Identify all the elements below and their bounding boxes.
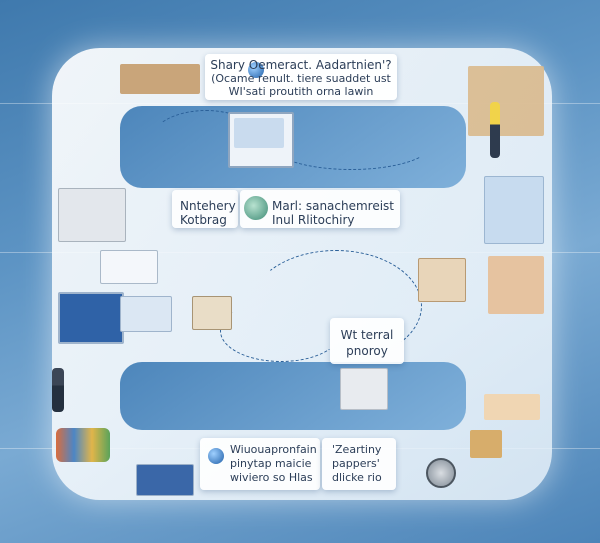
bottom-right-label-card xyxy=(322,438,396,490)
flow-path xyxy=(250,250,422,362)
flow-path xyxy=(270,118,432,170)
box-icon xyxy=(470,430,502,458)
document-icon xyxy=(100,250,158,284)
box-icon xyxy=(120,64,200,94)
box-icon xyxy=(484,394,540,420)
machine-icon xyxy=(192,296,232,330)
right-inner-label-card xyxy=(330,318,404,364)
globe-icon xyxy=(208,448,224,464)
monitor-icon xyxy=(120,296,172,332)
monitor-screen-icon xyxy=(234,118,284,148)
bottom-left-label-line3: wiviero so Hlas xyxy=(230,471,313,484)
people-group-icon xyxy=(56,428,110,462)
seal-icon xyxy=(426,458,456,488)
bottom-left-label-card xyxy=(200,438,320,490)
person-icon xyxy=(52,368,64,412)
mid-right-label-line2: Inul Rlitochiry xyxy=(272,213,355,227)
top-label-line1: Shary Oemeract. Aadartnien'? xyxy=(210,58,392,72)
box-icon xyxy=(340,368,388,410)
person-icon xyxy=(490,102,500,158)
mid-left-label-line1: Nntehery xyxy=(180,199,236,213)
right-inner-label-line2: pnoroy xyxy=(346,344,388,358)
machine-icon xyxy=(58,188,126,242)
top-label-line3: WI'sati proutith orna lawin xyxy=(228,85,374,98)
box-icon xyxy=(418,258,466,302)
bottom-right-label-line3: dlicke rio xyxy=(332,471,382,484)
box-icon xyxy=(468,66,544,136)
lower-inner-panel xyxy=(120,362,466,430)
top-label-card xyxy=(205,54,397,100)
right-inner-label-line1: Wt terral xyxy=(340,328,394,342)
building-icon xyxy=(484,176,544,244)
globe-icon xyxy=(248,62,264,78)
document-icon xyxy=(136,464,194,496)
globe-icon xyxy=(244,196,268,220)
mid-left-label-card xyxy=(172,190,238,228)
monitor-icon xyxy=(58,292,124,344)
flow-path xyxy=(220,300,342,362)
top-label-line2: (Ocame renult. tiere suaddet ust xyxy=(211,72,391,85)
mid-right-label-line1: Marl: sanachemreist xyxy=(272,199,395,213)
bottom-right-label-line2: pappers' xyxy=(332,457,380,470)
bottom-right-label-line1: 'Zeartiny xyxy=(332,443,382,456)
bottom-left-label-line1: Wiuouapronfain xyxy=(230,443,317,456)
mid-left-label-line2: Kotbrag xyxy=(180,213,227,227)
box-icon xyxy=(488,256,544,314)
flow-path xyxy=(150,110,262,172)
bottom-left-label-line2: pinytap maicie xyxy=(230,457,312,470)
